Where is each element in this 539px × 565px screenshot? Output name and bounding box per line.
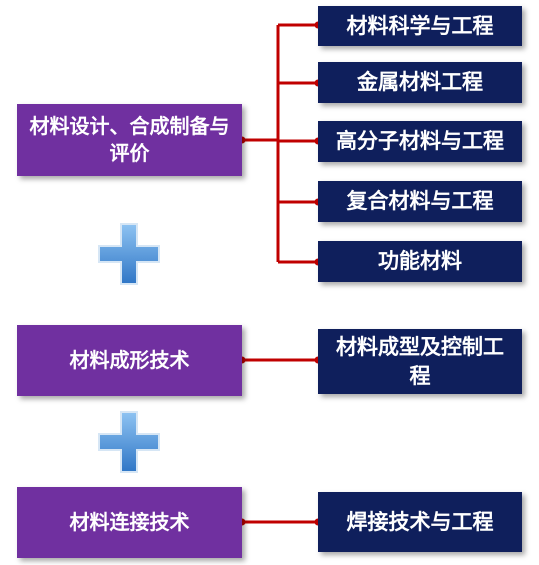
major-functional-materials-box: 功能材料: [318, 241, 522, 282]
major-polymer-materials-box: 高分子材料与工程: [318, 121, 522, 162]
major-label: 复合材料与工程: [346, 189, 494, 214]
major-label: 高分子材料与工程: [336, 129, 504, 154]
major-composite-materials-box: 复合材料与工程: [318, 181, 522, 222]
major-metal-materials-box: 金属材料工程: [318, 62, 522, 103]
forming-tech-box: 材料成形技术: [17, 325, 242, 396]
plus-icon: [98, 411, 160, 473]
major-label: 材料科学与工程: [346, 13, 494, 38]
plus-icon: [98, 223, 160, 285]
major-forming-control-box: 材料成型及控制工程: [318, 329, 522, 394]
joining-tech-label: 材料连接技术: [69, 510, 190, 534]
joining-tech-box: 材料连接技术: [17, 487, 242, 558]
major-materials-science-box: 材料科学与工程: [318, 6, 522, 46]
major-welding-box: 焊接技术与工程: [318, 492, 522, 552]
major-label: 材料成型及控制工程: [336, 335, 504, 388]
major-label: 功能材料: [378, 249, 462, 274]
major-label: 金属材料工程: [357, 70, 483, 95]
forming-tech-label: 材料成形技术: [69, 348, 190, 372]
major-label: 焊接技术与工程: [346, 509, 494, 534]
design-synthesis-label: 材料设计、合成制备与评价: [29, 114, 230, 165]
design-synthesis-box: 材料设计、合成制备与评价: [17, 104, 242, 176]
